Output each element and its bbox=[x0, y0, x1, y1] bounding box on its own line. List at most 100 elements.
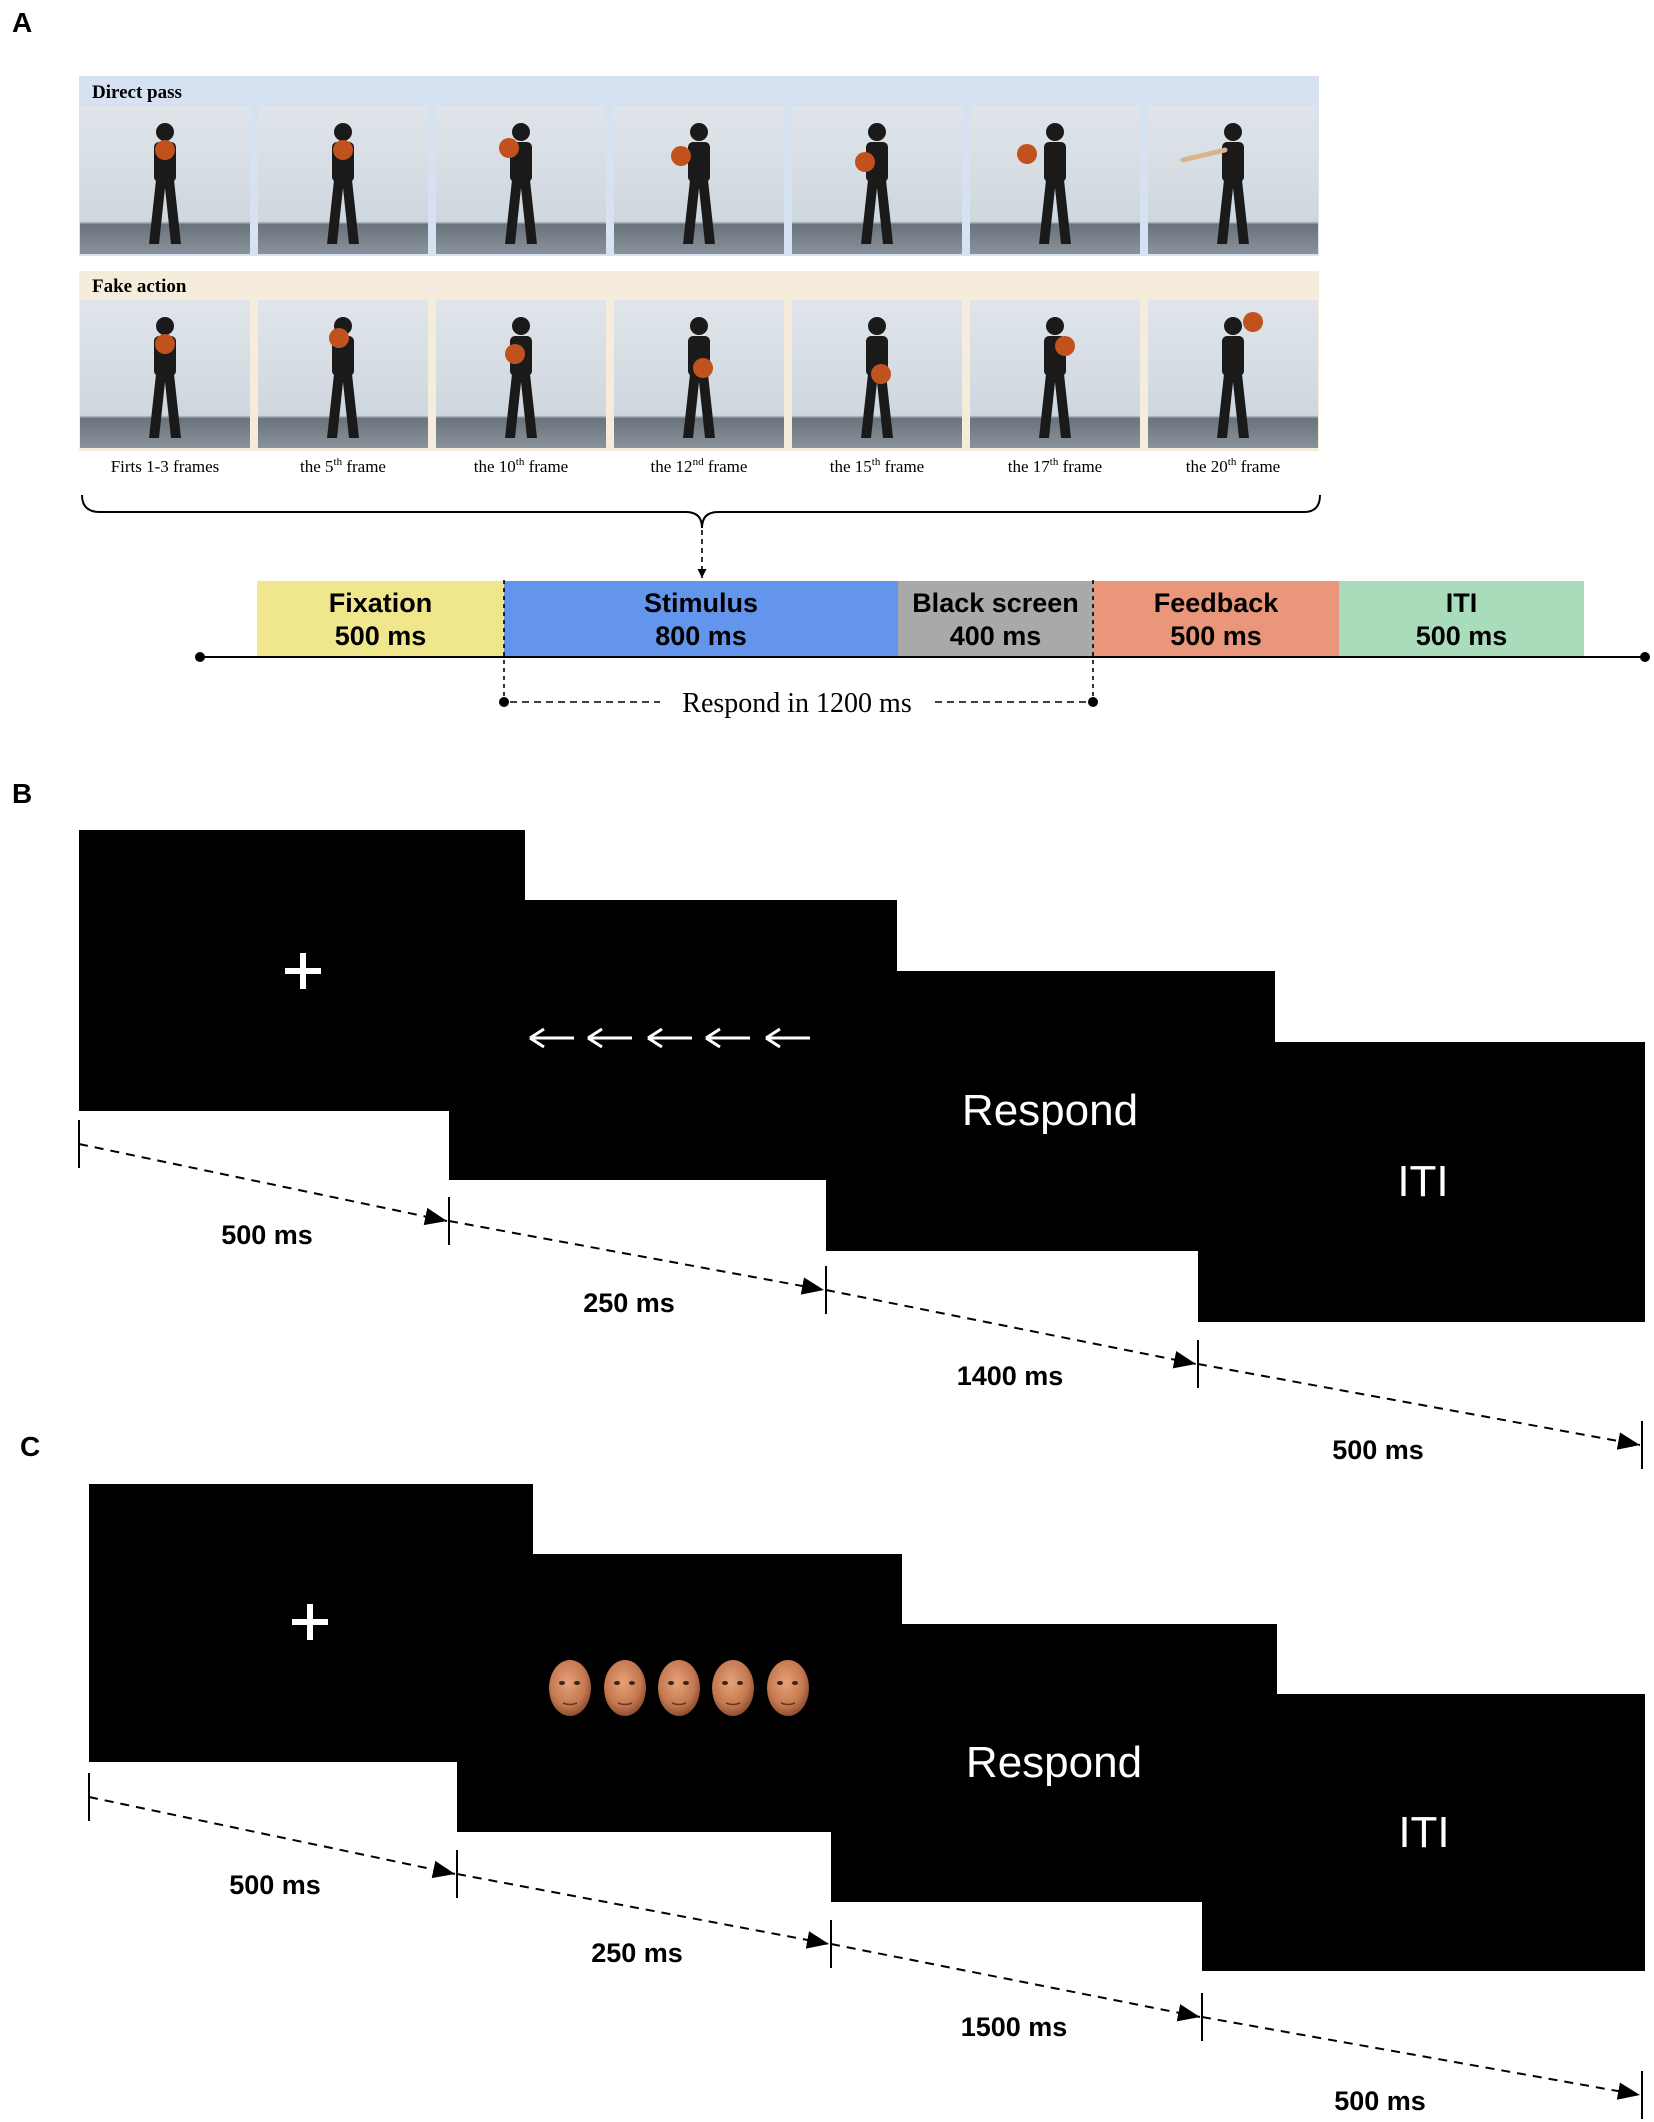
left-arrow-icon bbox=[529, 1027, 574, 1049]
face-icon bbox=[767, 1660, 809, 1716]
player-head bbox=[1224, 317, 1242, 335]
face-icon bbox=[658, 1660, 700, 1716]
video-frame bbox=[792, 106, 962, 254]
video-frame bbox=[792, 300, 962, 448]
basketball bbox=[505, 344, 525, 364]
segment-name: ITI bbox=[1446, 588, 1478, 618]
timeline-start-dot bbox=[195, 652, 205, 662]
left-arrow-icon bbox=[587, 1027, 632, 1049]
player-legs bbox=[1217, 374, 1249, 438]
video-frame bbox=[436, 300, 606, 448]
player-head bbox=[690, 317, 708, 335]
duration-label: 250 ms bbox=[591, 1938, 683, 1968]
screen-b-respond-text: Respond bbox=[962, 1086, 1138, 1135]
basketball bbox=[1055, 336, 1075, 356]
video-frames bbox=[80, 106, 1318, 448]
player-head bbox=[1224, 123, 1242, 141]
duration-label: 250 ms bbox=[583, 1288, 675, 1318]
screen-b-iti-text: ITI bbox=[1397, 1157, 1448, 1206]
duration-label: 500 ms bbox=[229, 1870, 321, 1900]
video-frame bbox=[80, 106, 250, 254]
time-arrow bbox=[1201, 2016, 1641, 2100]
frame-label: the 15th frame bbox=[830, 456, 924, 476]
segment-duration: 500 ms bbox=[1416, 621, 1508, 651]
player-head bbox=[512, 123, 530, 141]
fixation-cross-b bbox=[285, 953, 321, 989]
flanker-arrows bbox=[529, 1027, 810, 1049]
frame-label: the 5th frame bbox=[300, 456, 386, 476]
panel-label-a: A bbox=[12, 7, 32, 38]
player-torso bbox=[1222, 142, 1244, 182]
screen-c-iti bbox=[1202, 1694, 1645, 1971]
frame-label: Firts 1-3 frames bbox=[111, 457, 220, 476]
player-legs bbox=[861, 374, 893, 438]
player-head bbox=[512, 317, 530, 335]
left-arrow-icon bbox=[765, 1027, 810, 1049]
panel-label-c: C bbox=[20, 1431, 40, 1462]
time-arrow bbox=[1197, 1363, 1641, 1450]
duration-label: 500 ms bbox=[221, 1220, 313, 1250]
segment-name: Stimulus bbox=[644, 588, 758, 618]
basketball bbox=[1017, 144, 1037, 164]
time-arrow bbox=[456, 1873, 830, 1949]
left-arrow-icon bbox=[705, 1027, 750, 1049]
frame-labels: Firts 1-3 frames the 5th frame the 10th fr… bbox=[111, 456, 1281, 476]
segment-name: Feedback bbox=[1154, 588, 1280, 618]
player-head bbox=[868, 317, 886, 335]
row-label-fake-action: Fake action bbox=[92, 276, 187, 297]
basketball bbox=[333, 140, 353, 160]
face-icon bbox=[604, 1660, 646, 1716]
face-stimuli bbox=[549, 1660, 809, 1716]
segment-name: Fixation bbox=[329, 588, 433, 618]
time-arrow bbox=[88, 1796, 456, 1879]
time-arrow bbox=[448, 1220, 825, 1295]
video-frame bbox=[970, 300, 1140, 448]
fixation-cross-c bbox=[292, 1604, 328, 1640]
screen-c-respond-text: Respond bbox=[966, 1738, 1142, 1787]
basketball bbox=[871, 364, 891, 384]
frame-label: the 10th frame bbox=[474, 456, 568, 476]
player-head bbox=[334, 123, 352, 141]
player-legs bbox=[327, 374, 359, 438]
panel-label-b: B bbox=[12, 778, 32, 809]
player-arm bbox=[1180, 147, 1228, 163]
player-torso bbox=[1222, 336, 1244, 376]
player-legs bbox=[861, 180, 893, 244]
player-legs bbox=[683, 180, 715, 244]
video-frame bbox=[970, 106, 1140, 254]
player-legs bbox=[1039, 374, 1071, 438]
basketball bbox=[1243, 312, 1263, 332]
row-label-direct-pass: Direct pass bbox=[92, 82, 182, 103]
screen-b-iti bbox=[1198, 1042, 1645, 1322]
video-frame bbox=[80, 300, 250, 448]
respond-window-label: Respond in 1200 ms bbox=[682, 688, 911, 719]
player-head bbox=[1046, 317, 1064, 335]
frame-label: the 17th frame bbox=[1008, 456, 1102, 476]
segment-duration: 500 ms bbox=[335, 621, 427, 651]
respond-window-left-dot bbox=[499, 697, 509, 707]
frame-label: the 12nd frame bbox=[651, 456, 748, 476]
basketball bbox=[329, 328, 349, 348]
player-head bbox=[156, 123, 174, 141]
player-legs bbox=[149, 374, 181, 438]
time-arrow bbox=[78, 1143, 448, 1226]
timeline-end-dot bbox=[1640, 652, 1650, 662]
player-legs bbox=[505, 374, 537, 438]
player-torso bbox=[866, 142, 888, 182]
screen-b-arrows bbox=[449, 900, 897, 1180]
panel-a: A Direct pass Fake action Firts 1-3 fram… bbox=[12, 7, 1650, 719]
basketball bbox=[155, 334, 175, 354]
video-frame bbox=[436, 106, 606, 254]
time-arrow bbox=[830, 1943, 1201, 2022]
player-legs bbox=[327, 180, 359, 244]
player-torso bbox=[1044, 142, 1066, 182]
player-legs bbox=[149, 180, 181, 244]
player-head bbox=[1046, 123, 1064, 141]
